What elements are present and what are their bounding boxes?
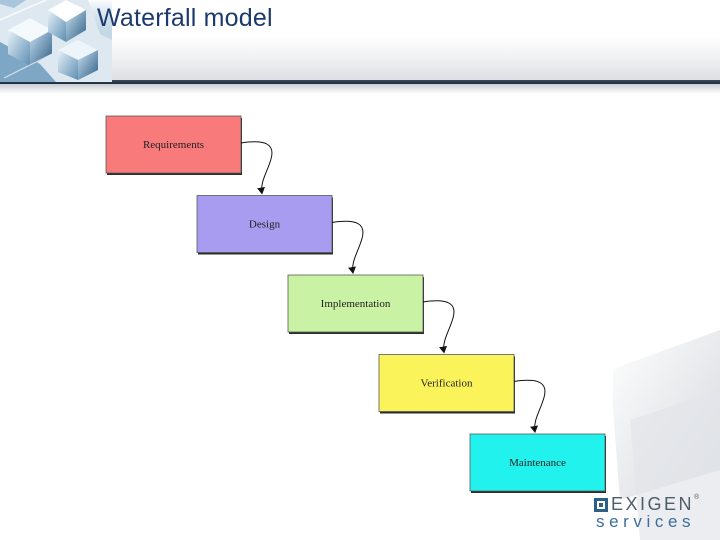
logo-subword: services: [596, 512, 695, 532]
flow-arrow: [241, 142, 272, 194]
corner-cubes-graphic: [0, 0, 112, 82]
stage-design: Design: [197, 196, 333, 255]
header-rule-shadow: [0, 84, 720, 94]
company-logo: EXIGEN® services: [594, 494, 712, 534]
stage-verification: Verification: [379, 355, 515, 414]
logo-word-text: EXIGEN: [611, 494, 694, 514]
stage-label: Verification: [421, 378, 473, 390]
stage-label: Maintenance: [509, 457, 566, 469]
flow-arrow: [332, 221, 363, 273]
slide-title: Waterfall model: [97, 4, 273, 33]
logo-trademark: ®: [694, 494, 699, 501]
stage-label: Implementation: [321, 298, 391, 310]
stage-maintenance: Maintenance: [470, 434, 606, 493]
stage-label: Design: [249, 219, 281, 231]
stage-label: Requirements: [143, 139, 204, 151]
flow-arrow: [423, 301, 454, 353]
logo-mark-icon: [594, 498, 608, 512]
stage-requirements: Requirements: [106, 116, 242, 175]
waterfall-diagram-canvas: RequirementsDesignImplementationVerifica…: [95, 102, 613, 496]
flow-arrow: [514, 380, 545, 432]
stage-implementation: Implementation: [288, 275, 424, 334]
